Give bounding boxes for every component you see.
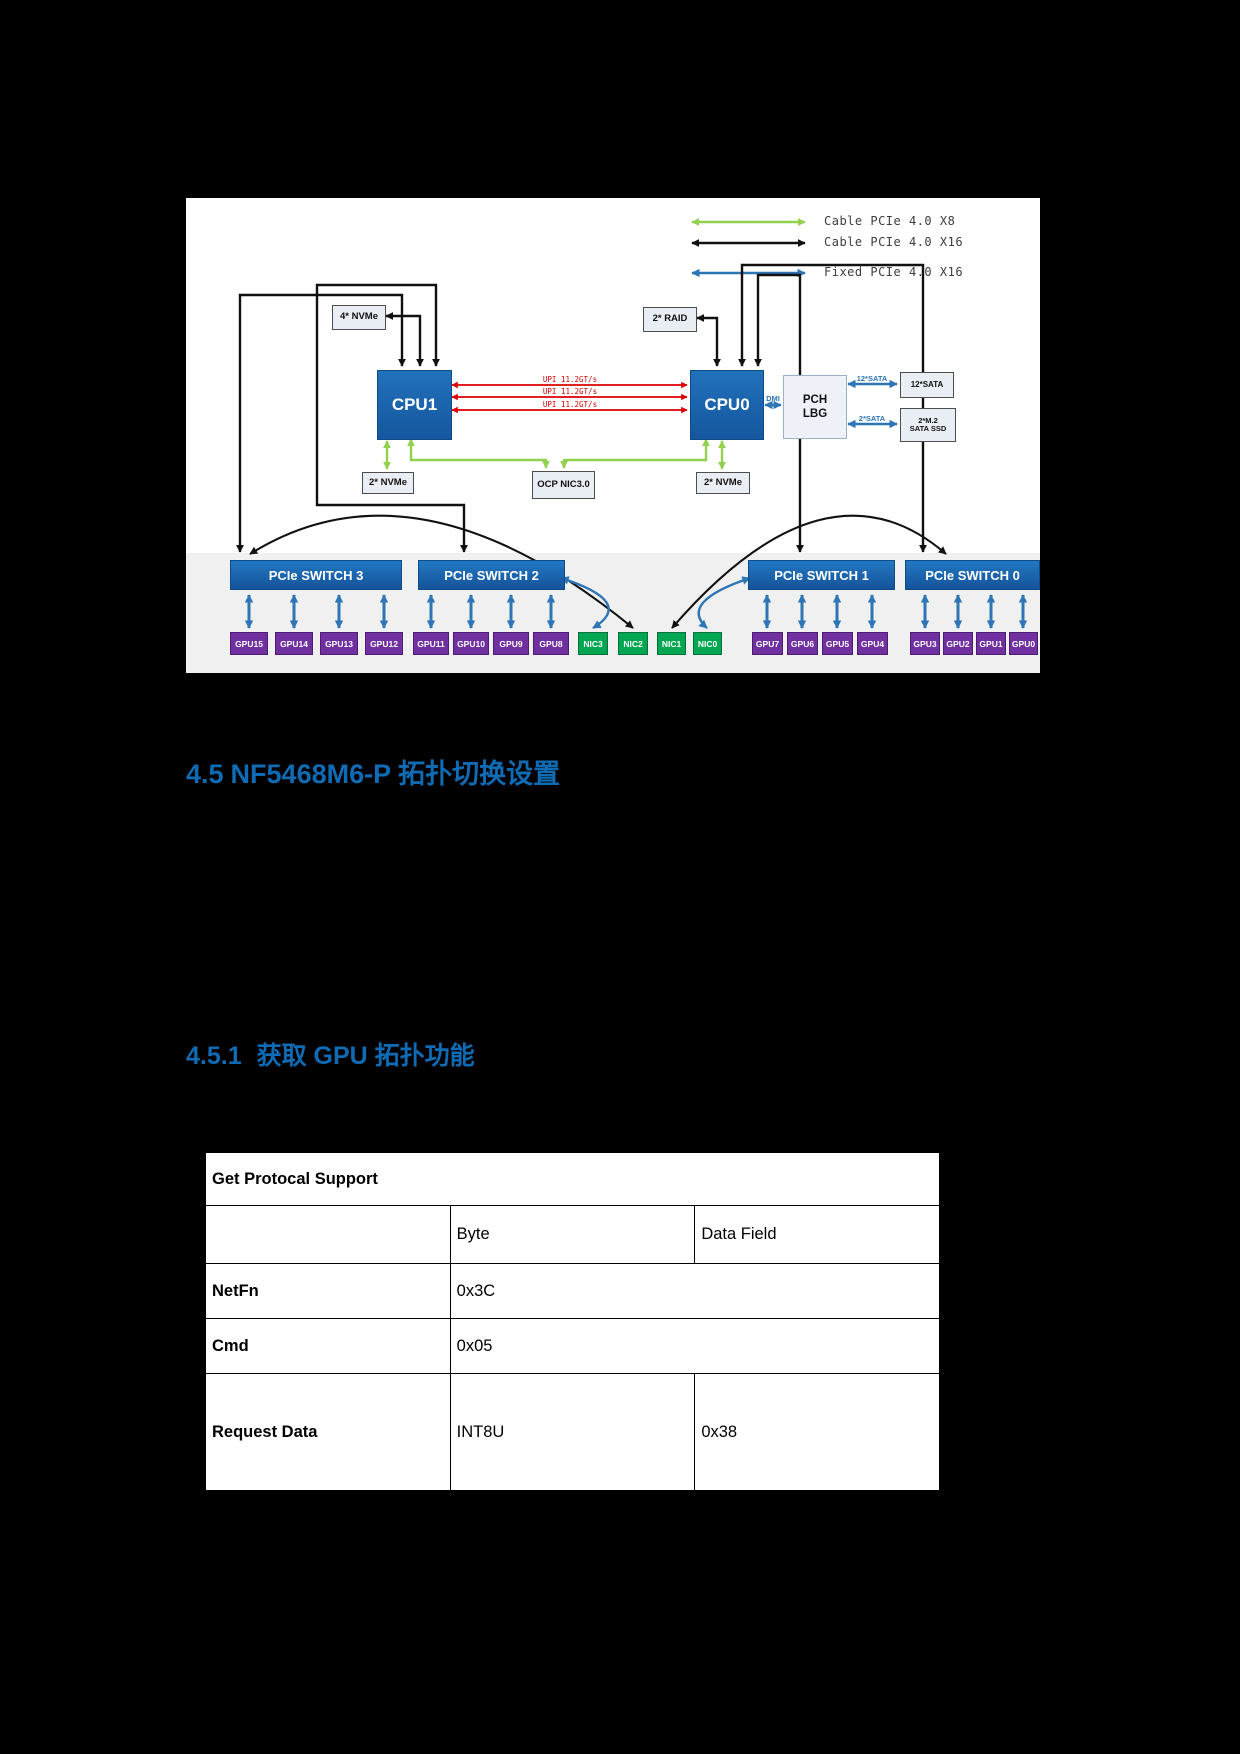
raid-box: 2* RAID xyxy=(643,307,697,332)
table-header-data-field: Data Field xyxy=(694,1205,940,1264)
request-data-label: Request Data xyxy=(205,1373,451,1491)
request-data-byte: INT8U xyxy=(449,1373,696,1491)
sata12-box: 12*SATA xyxy=(900,372,954,398)
gpu15-box: GPU15 xyxy=(230,632,268,655)
cpu1-box: CPU1 xyxy=(377,370,452,440)
legend-cable-x16: Cable PCIe 4.0 X16 xyxy=(824,235,964,249)
pcie-switch-1-box: PCIe SWITCH 1 xyxy=(748,560,895,590)
m2-label-line2: SATA SSD xyxy=(909,424,947,433)
pch-label-line2: LBG xyxy=(802,408,828,420)
pch-lbg-box: PCH LBG xyxy=(783,375,847,439)
m2-ssd-box: 2*M.2 SATA SSD xyxy=(900,408,956,442)
pcie-switch-3-box: PCIe SWITCH 3 xyxy=(230,560,402,590)
gpu6-box: GPU6 xyxy=(787,632,818,655)
section-number: 4.5 xyxy=(186,759,224,789)
pcie-switch-2-box: PCIe SWITCH 2 xyxy=(418,560,565,590)
dmi-label: DMI xyxy=(766,394,780,403)
netfn-label: NetFn xyxy=(205,1263,451,1319)
table-corner-cell xyxy=(205,1205,451,1264)
upi-link-label-1: UPI 11.2GT/s xyxy=(542,375,598,384)
table-header-byte: Byte xyxy=(449,1205,696,1264)
gpu11-box: GPU11 xyxy=(413,632,449,655)
section-title: NF5468M6-P 拓扑切换设置 xyxy=(230,759,561,789)
ocp-nic-box: OCP NIC3.0 xyxy=(532,471,595,499)
table-title: Get Protocal Support xyxy=(205,1152,940,1206)
gpu1-box: GPU1 xyxy=(976,632,1006,655)
nvme4-box: 4* NVMe xyxy=(332,305,386,330)
gpu9-box: GPU9 xyxy=(493,632,529,655)
cmd-label: Cmd xyxy=(205,1318,451,1374)
section-heading-4-5-1: 4.5.1 获取 GPU 拓扑功能 xyxy=(186,1036,475,1072)
cpu0-box: CPU0 xyxy=(690,370,764,440)
nvme2-left-box: 2* NVMe xyxy=(362,472,414,494)
m2-label-line1: 2*M.2 xyxy=(918,415,938,425)
nic1-box: NIC1 xyxy=(657,632,686,655)
nic2-box: NIC2 xyxy=(618,632,648,655)
nic3-box: NIC3 xyxy=(578,632,608,655)
sata12-label: 12*SATA xyxy=(856,374,888,383)
netfn-value: 0x3C xyxy=(449,1263,941,1319)
nic0-box: NIC0 xyxy=(693,632,722,655)
gpu4-box: GPU4 xyxy=(857,632,888,655)
upi-link-label-2: UPI 11.2GT/s xyxy=(542,387,598,396)
diagram-wires xyxy=(236,218,1028,630)
gpu13-box: GPU13 xyxy=(320,632,358,655)
gpu3-box: GPU3 xyxy=(910,632,940,655)
gpu7-box: GPU7 xyxy=(752,632,783,655)
pch-label-line1: PCH xyxy=(802,393,828,406)
gpu10-box: GPU10 xyxy=(453,632,489,655)
gpu2-box: GPU2 xyxy=(943,632,973,655)
request-data-field: 0x38 xyxy=(694,1373,940,1491)
upi-link-label-3: UPI 11.2GT/s xyxy=(542,400,598,409)
subsection-title: 获取 GPU 拓扑功能 xyxy=(256,1042,475,1070)
gpu5-box: GPU5 xyxy=(822,632,853,655)
legend-cable-x8: Cable PCIe 4.0 X8 xyxy=(824,214,956,228)
legend-fixed-x16: Fixed PCIe 4.0 X16 xyxy=(824,265,964,279)
gpu0-box: GPU0 xyxy=(1009,632,1038,655)
get-protocal-support-table: Get Protocal Support Byte Data Field Net… xyxy=(205,1152,941,1491)
topology-diagram: Cable PCIe 4.0 X8 Cable PCIe 4.0 X16 Fix… xyxy=(186,198,1040,673)
nvme2-right-box: 2* NVMe xyxy=(696,472,750,494)
gpu8-box: GPU8 xyxy=(533,632,569,655)
sata2-label: 2*SATA xyxy=(858,414,886,423)
cmd-value: 0x05 xyxy=(449,1318,941,1374)
subsection-number: 4.5.1 xyxy=(186,1042,242,1070)
pcie-switch-0-box: PCIe SWITCH 0 xyxy=(905,560,1040,590)
gpu14-box: GPU14 xyxy=(275,632,313,655)
gpu12-box: GPU12 xyxy=(365,632,403,655)
